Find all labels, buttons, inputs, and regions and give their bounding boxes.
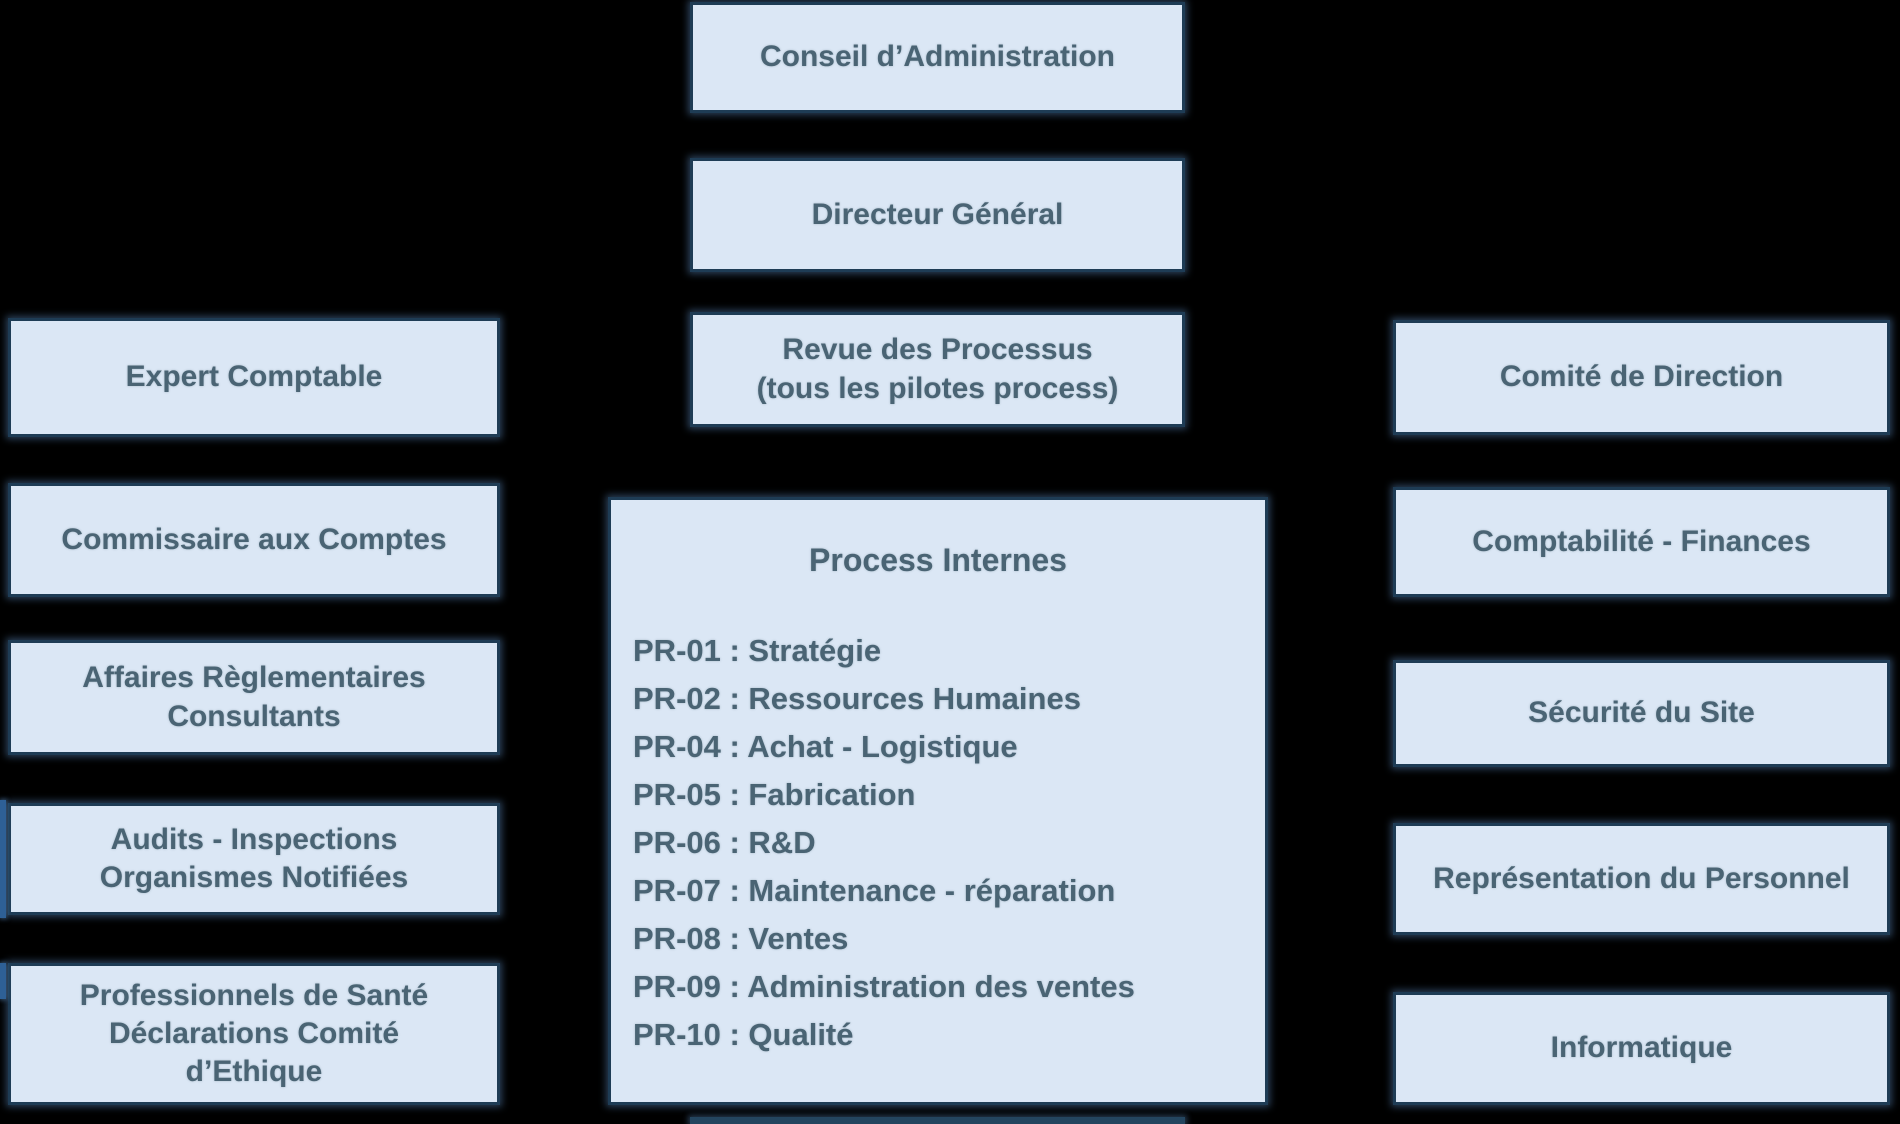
node-label: Professionnels de Santé Déclarations Com… [79,978,429,1089]
node-audits-inspections: Audits - Inspections Organismes Notifiée… [8,803,500,915]
process-item-pr10: PR-10 : Qualité [633,1017,854,1052]
node-affaires-reglementaires: Affaires Règlementaires Consultants [8,640,500,755]
node-securite-du-site: Sécurité du Site [1393,660,1890,767]
node-label: Revue des Processus (tous les pilotes pr… [756,333,1119,405]
node-professionnels-de-sante: Professionnels de Santé Déclarations Com… [8,963,500,1105]
node-expert-comptable: Expert Comptable [8,318,500,437]
left-edge-accent [0,963,6,999]
process-item-pr04: PR-04 : Achat - Logistique [633,729,1018,764]
node-label: Représentation du Personnel [1433,861,1850,895]
node-revue-des-processus: Revue des Processus (tous les pilotes pr… [690,312,1185,427]
node-label: Comité de Direction [1499,360,1784,394]
node-representation-du-personnel: Représentation du Personnel [1393,823,1890,935]
node-commissaire-aux-comptes: Commissaire aux Comptes [8,483,500,597]
node-label: Expert Comptable [125,360,383,394]
left-edge-accent [0,800,6,918]
node-label: Affaires Règlementaires Consultants [82,661,426,733]
process-item-pr09: PR-09 : Administration des ventes [633,969,1135,1004]
process-item-pr02: PR-02 : Ressources Humaines [633,681,1081,716]
node-label: Informatique [1550,1031,1733,1065]
node-label: Commissaire aux Comptes [61,522,447,556]
partial-box-top-edge [690,1117,1185,1124]
process-item-pr06: PR-06 : R&D [633,825,816,860]
process-internes-list: PR-01 : Stratégie PR-02 : Ressources Hum… [633,627,1255,1059]
process-item-pr01: PR-01 : Stratégie [633,633,882,668]
process-item-pr05: PR-05 : Fabrication [633,777,916,812]
node-label: Audits - Inspections Organismes Notifiée… [99,822,409,894]
node-label: Sécurité du Site [1528,696,1755,730]
node-label: Conseil d’Administration [759,40,1116,74]
node-conseil-administration: Conseil d’Administration [690,2,1185,113]
node-informatique: Informatique [1393,992,1890,1105]
node-label: Directeur Général [811,197,1064,231]
node-directeur-general: Directeur Général [690,158,1185,272]
process-item-pr07: PR-07 : Maintenance - réparation [633,873,1116,908]
process-internes-title: Process Internes [809,542,1067,578]
node-process-internes: Process Internes PR-01 : Stratégie PR-02… [608,497,1268,1105]
node-comite-de-direction: Comité de Direction [1393,320,1890,435]
node-comptabilite-finances: Comptabilité - Finances [1393,487,1890,597]
process-item-pr08: PR-08 : Ventes [633,921,849,956]
node-label: Comptabilité - Finances [1472,524,1811,558]
